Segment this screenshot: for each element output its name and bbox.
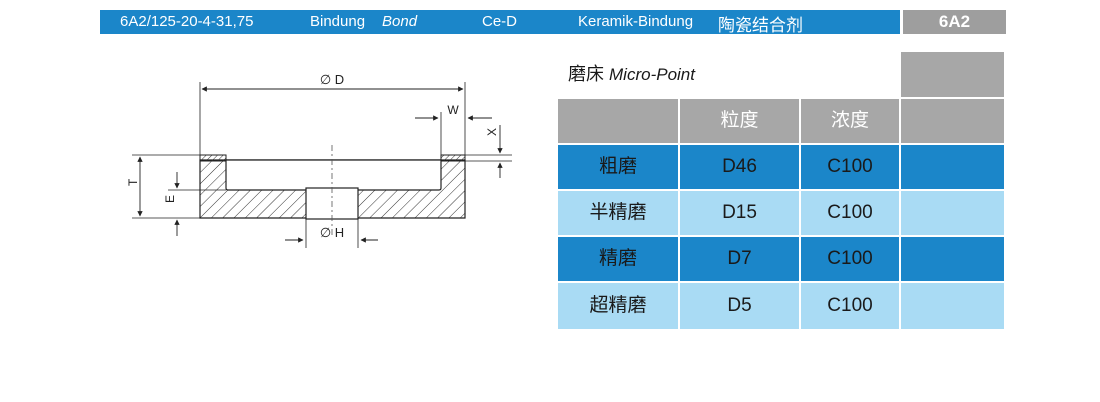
bond-label-en: Bond (382, 13, 418, 30)
table-row-grit: D46 (680, 145, 799, 189)
header-extra (901, 99, 1004, 143)
header-blank (558, 99, 678, 143)
dimension-d: ∅ D (199, 72, 466, 155)
table-title: 磨床 Micro-Point (558, 52, 898, 97)
table-row-grit: D7 (680, 237, 799, 281)
product-code-badge: 6A2 (903, 10, 1006, 34)
bond-code: Ce-D (482, 13, 518, 30)
label-x: X (485, 128, 499, 136)
table-row-concentration: C100 (801, 237, 899, 281)
table-row-name: 半精磨 (558, 191, 678, 235)
table-row-concentration: C100 (801, 191, 899, 235)
dimension-x: X (465, 125, 512, 178)
label-hole: ∅ H (320, 225, 344, 240)
table-row-extra (901, 283, 1004, 329)
dimension-h: ∅ H (285, 218, 378, 248)
label-width: W (447, 103, 459, 117)
table-row-extra (901, 191, 1004, 235)
label-thickness: T (126, 178, 140, 186)
table-row-name: 超精磨 (558, 283, 678, 329)
bond-name-de: Keramik-Bindung (578, 13, 694, 30)
label-e: E (163, 195, 177, 203)
dimension-t: T (126, 154, 200, 219)
table-title-en: Micro-Point (609, 65, 695, 84)
header-concentration: 浓度 (801, 99, 899, 143)
bond-name-zh: 陶瓷结合剂 (718, 16, 803, 35)
label-diameter: ∅ D (320, 72, 344, 87)
table-title-zh: 磨床 (568, 64, 604, 84)
bond-label-de: Bindung (310, 13, 366, 30)
header-bar: 6A2/125-20-4-31,75 Bindung Bond Ce-D Ker… (100, 10, 900, 35)
table-row-extra (901, 237, 1004, 281)
dimension-w: W (415, 103, 492, 155)
table-row-grit: D5 (680, 283, 799, 329)
table-row-name: 精磨 (558, 237, 678, 281)
table-row-name: 粗磨 (558, 145, 678, 189)
header-grit: 粒度 (680, 99, 799, 143)
wheel-body (199, 145, 466, 235)
spec-code: 6A2/125-20-4-31,75 (120, 13, 254, 30)
wheel-cross-section-diagram: ∅ D W X T E ∅ H (126, 72, 512, 248)
dimension-e: E (163, 172, 226, 236)
table-row-grit: D15 (680, 191, 799, 235)
table-row-extra (901, 145, 1004, 189)
grinding-spec-table: 磨床 Micro-Point 粒度 浓度 粗磨 D46 C100 半精磨 D15… (558, 52, 1004, 329)
table-row-concentration: C100 (801, 145, 899, 189)
table-row-concentration: C100 (801, 283, 899, 329)
title-gray-block (901, 52, 1004, 97)
